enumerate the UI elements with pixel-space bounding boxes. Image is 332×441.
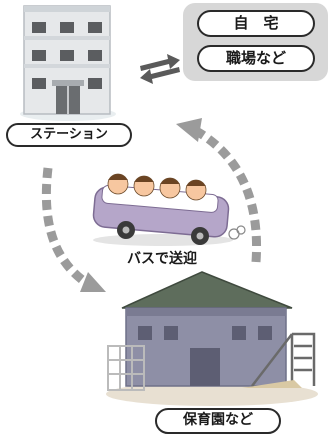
bus-transfer-caption: バスで送迎 [127, 251, 197, 267]
arrow-to-destination [140, 54, 180, 71]
home-label: 自 宅 [197, 10, 315, 37]
station-label: ステーション [6, 123, 132, 147]
bidirectional-arrows [140, 54, 180, 84]
school-bus-illustration [92, 173, 246, 246]
jungle-gym [107, 345, 145, 391]
dashed-arrow-down-icon [41, 167, 106, 292]
nursery-building-illustration [106, 271, 318, 406]
station-building-illustration [20, 5, 116, 121]
arrow-to-station [140, 67, 180, 84]
workplace-label: 職場など [197, 45, 315, 72]
slide [251, 332, 316, 387]
nursery-label: 保育園など [155, 408, 281, 434]
dashed-arrow-up-icon [176, 118, 262, 263]
